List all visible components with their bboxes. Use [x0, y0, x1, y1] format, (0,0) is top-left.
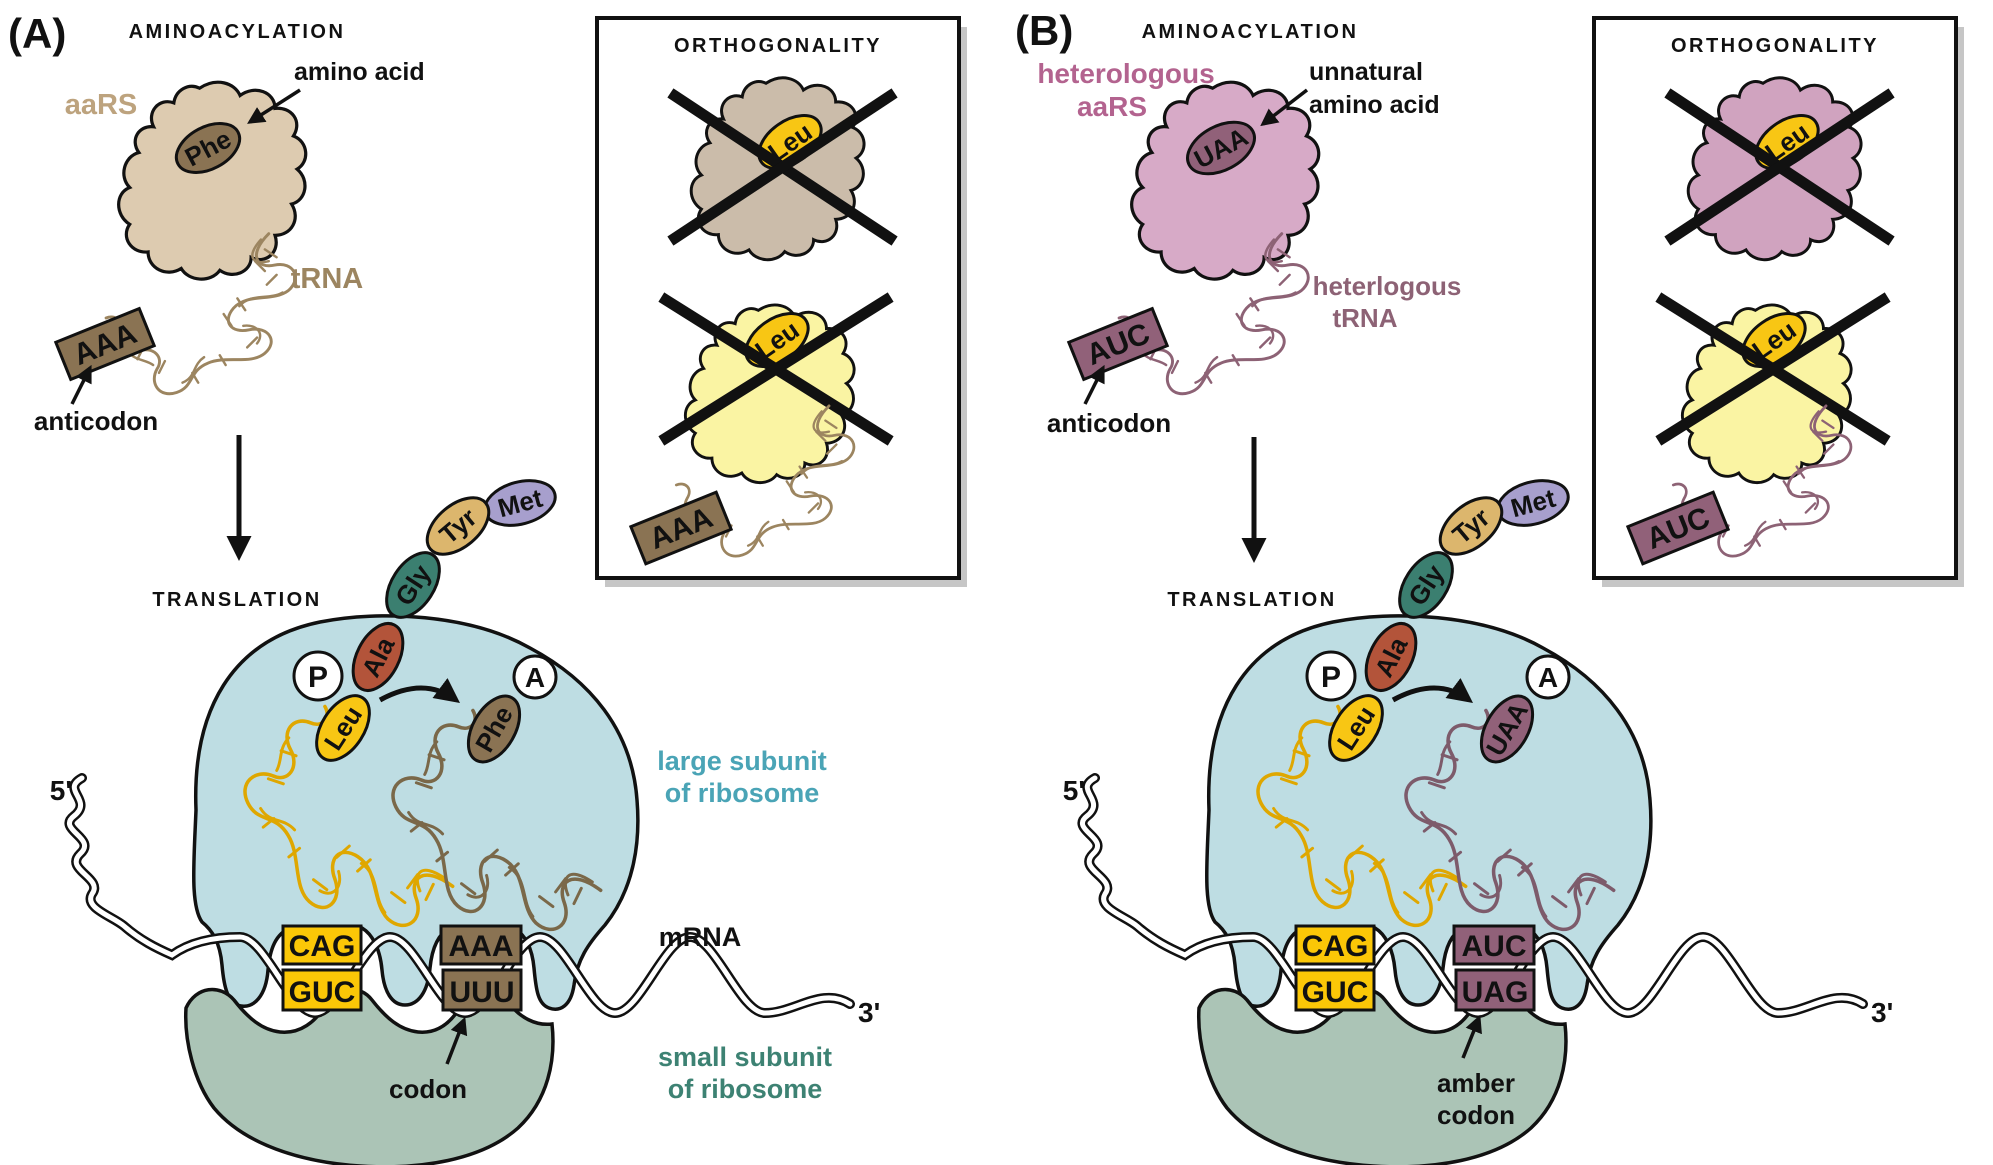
- five-prime-label: 5': [1063, 775, 1085, 806]
- anticodon-box: AAA: [53, 306, 157, 382]
- small-subunit-label-line2: of ribosome: [668, 1074, 823, 1104]
- aars-label: aaRS: [65, 89, 138, 121]
- orthogonality-box: ORTHOGONALITY Leu Leu AUC: [1592, 16, 1964, 587]
- anticodon-box: AUC: [1066, 306, 1170, 382]
- amber-codon-label-line2: codon: [1437, 1100, 1515, 1130]
- cross-out-top: [667, 88, 898, 246]
- residue-met: Met: [1496, 479, 1570, 527]
- amino-acid-oval: UAA: [1186, 120, 1256, 176]
- large-subunit-label-line2: of ribosome: [665, 778, 820, 808]
- large-subunit-label-line1: large subunit: [657, 746, 827, 776]
- amino-acid-arrow: [1260, 88, 1309, 127]
- residue-ala: Ala: [1364, 622, 1418, 692]
- peptidyl-transfer-arrow: [1391, 678, 1474, 703]
- small-subunit: [184, 987, 555, 1165]
- p-site-circle: [292, 650, 344, 702]
- a-site-letter: A: [1538, 662, 1558, 693]
- anticodon-arrow: [70, 364, 92, 405]
- trna-label-line1: heterlogous: [1313, 271, 1462, 301]
- orthogonality-heading: ORTHOGONALITY: [674, 35, 882, 57]
- p-site-codon-pair: CAG GUC: [281, 924, 363, 1012]
- p-site-anticodon: CAG: [289, 930, 356, 963]
- amino-acid-label-line1: unnatural: [1309, 58, 1423, 86]
- aars-blob: [117, 80, 308, 281]
- five-prime-label: 5': [50, 775, 72, 806]
- a-site-codon-pair: AAA UUU: [439, 924, 523, 1012]
- cross-out-bottom: [658, 292, 894, 446]
- anticodon-label: anticodon: [1047, 408, 1171, 438]
- amino-acid-label-line2: amino acid: [1309, 91, 1440, 119]
- panel-b: (B) AMINOACYLATION UAA heterologous aaRS…: [1015, 7, 1964, 1165]
- panel-a-tag: (A): [8, 10, 66, 57]
- amino-acid-arrow: [247, 88, 301, 124]
- a-site-circle: [512, 654, 558, 700]
- small-subunit-label-line1: small subunit: [658, 1042, 832, 1072]
- aminoacylation-heading: AMINOACYLATION: [129, 21, 346, 43]
- a-site-circle: [1525, 654, 1571, 700]
- p-site-codon: GUC: [289, 976, 356, 1009]
- trna-label-line2: tRNA: [1333, 303, 1398, 333]
- a-site-anticodon: AAA: [449, 930, 514, 963]
- three-prime-label: 3': [1871, 997, 1893, 1028]
- trna-label: tRNA: [291, 263, 364, 295]
- amber-codon-arrow: [1461, 1014, 1482, 1059]
- panel-a: (A) AMINOACYLATION Phe aaRS amino acid t…: [8, 10, 967, 1165]
- p-site-circle: [1305, 650, 1357, 702]
- a-site-letter: A: [525, 662, 545, 693]
- a-site-codon-pair: AUC UAG: [1452, 924, 1536, 1012]
- residue-met: Met: [483, 479, 557, 527]
- amino-acid-label: amino acid: [294, 58, 425, 86]
- aars-label-line2: aaRS: [1077, 91, 1147, 122]
- mrna-strand: [64, 773, 855, 1019]
- orthogonality-box: ORTHOGONALITY Leu Leu AAA: [595, 16, 967, 587]
- codon-arrow: [445, 1016, 468, 1065]
- p-site-letter: P: [1321, 661, 1341, 694]
- three-prime-label: 3': [858, 997, 880, 1028]
- peptidyl-transfer-arrow: [378, 678, 461, 703]
- codon-label: codon: [389, 1074, 467, 1104]
- anticodon-arrow: [1083, 364, 1105, 405]
- a-site-codon: UAG: [1462, 976, 1529, 1009]
- a-site-codon: UUU: [450, 976, 515, 1009]
- aminoacylation-heading: AMINOACYLATION: [1142, 21, 1359, 43]
- orthogonality-heading: ORTHOGONALITY: [1671, 35, 1879, 57]
- panel-b-tag: (B): [1015, 7, 1073, 54]
- aars-blob: [1130, 80, 1321, 281]
- translation-heading: TRANSLATION: [152, 589, 321, 611]
- residue-ala: Ala: [351, 622, 405, 692]
- translation-heading: TRANSLATION: [1167, 589, 1336, 611]
- p-site-codon: GUC: [1302, 976, 1369, 1009]
- cross-out-bottom: [1655, 292, 1891, 446]
- p-site-anticodon: CAG: [1302, 930, 1369, 963]
- p-site-codon-pair: CAG GUC: [1294, 924, 1376, 1012]
- anticodon-label: anticodon: [34, 406, 158, 436]
- a-site-anticodon: AUC: [1462, 930, 1527, 963]
- aars-label-line1: heterologous: [1037, 58, 1214, 89]
- cross-out-top: [1664, 88, 1895, 246]
- amber-codon-label-line1: amber: [1437, 1068, 1515, 1098]
- mrna-strand: [1077, 773, 1868, 1019]
- mrna-label: mRNA: [659, 922, 742, 952]
- p-site-letter: P: [308, 661, 328, 694]
